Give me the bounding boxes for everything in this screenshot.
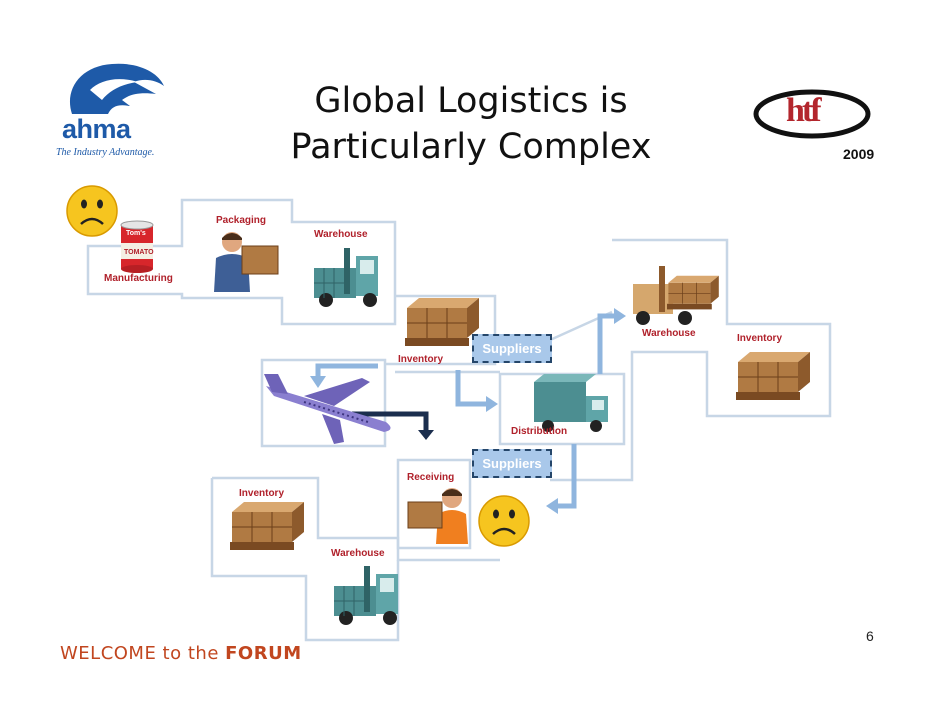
airplane-icon: [264, 374, 391, 444]
title-line-1: Global Logistics is: [314, 81, 628, 121]
suppliers-box-lower: Suppliers: [472, 449, 552, 478]
eagle-logo-icon: [69, 63, 164, 114]
frame-right: [550, 238, 832, 482]
worker-icon: [407, 488, 468, 544]
arrowhead-distribution: [486, 396, 498, 412]
label-warehouse-lower: Warehouse: [331, 548, 385, 559]
htf-logo: htf: [786, 92, 822, 129]
suppliers-box-upper: Suppliers: [472, 334, 552, 363]
label-inventory-lower: Inventory: [239, 488, 285, 499]
footer-welcome: WELCOME to the FORUM: [60, 643, 302, 664]
title-line-2: Particularly Complex: [290, 127, 652, 167]
footer-forum: FORUM: [225, 643, 302, 664]
sad-face-icon: [477, 494, 531, 548]
sad-face-icon: [65, 184, 119, 238]
can-brand-label: Tom's: [126, 230, 146, 237]
frame-airplane: [260, 358, 387, 448]
page-title: Global Logistics is Particularly Complex: [0, 78, 942, 170]
arrow-to-receiving: [556, 444, 577, 509]
pallet-boxes-icon: [735, 351, 811, 401]
htf-logo-ellipse: [753, 89, 871, 139]
arrowhead-warehouse: [614, 308, 626, 324]
arrowhead-receiving: [546, 498, 558, 514]
label-inventory-mid: Inventory: [398, 354, 444, 365]
label-warehouse-right: Warehouse: [642, 328, 696, 339]
dark-arrowhead: [418, 430, 434, 440]
label-receiving: Receiving: [407, 472, 455, 483]
pallet-boxes-icon: [404, 297, 480, 347]
frame-receiving: [396, 458, 472, 550]
arrow-to-warehouse-right: [597, 313, 616, 374]
ahma-wordmark: ahma: [62, 114, 131, 144]
arrow-to-distribution: [455, 370, 488, 407]
arrowhead-airplane: [310, 376, 326, 388]
tomato-can-icon: [120, 220, 154, 273]
frame-top-left: [86, 198, 397, 326]
htf-year: 2009: [843, 146, 875, 162]
worker-icon: [214, 232, 279, 292]
label-inventory-right: Inventory: [737, 333, 783, 344]
frame-lower-left: [210, 478, 400, 642]
page-number: 6: [866, 628, 874, 644]
can-product-label: TOMATO: [124, 249, 154, 256]
frame-lower: [212, 476, 500, 562]
frame-upper-middle: [385, 294, 497, 366]
truck-icon: [534, 374, 608, 432]
forklift-icon: [333, 565, 399, 626]
label-manufacturing: Manufacturing: [104, 273, 173, 284]
ahma-tagline: The Industry Advantage.: [56, 147, 155, 158]
arrow-to-airplane: [315, 363, 378, 378]
label-packaging: Packaging: [216, 215, 267, 226]
label-warehouse-top: Warehouse: [314, 229, 368, 240]
footer-prefix: WELCOME to the: [60, 643, 226, 664]
forklift-icon: [313, 247, 379, 308]
pallet-boxes-icon: [229, 501, 305, 551]
forklift-icon: [633, 266, 720, 325]
label-distribution: Distribution: [511, 426, 568, 437]
dark-arrow: [352, 411, 429, 432]
